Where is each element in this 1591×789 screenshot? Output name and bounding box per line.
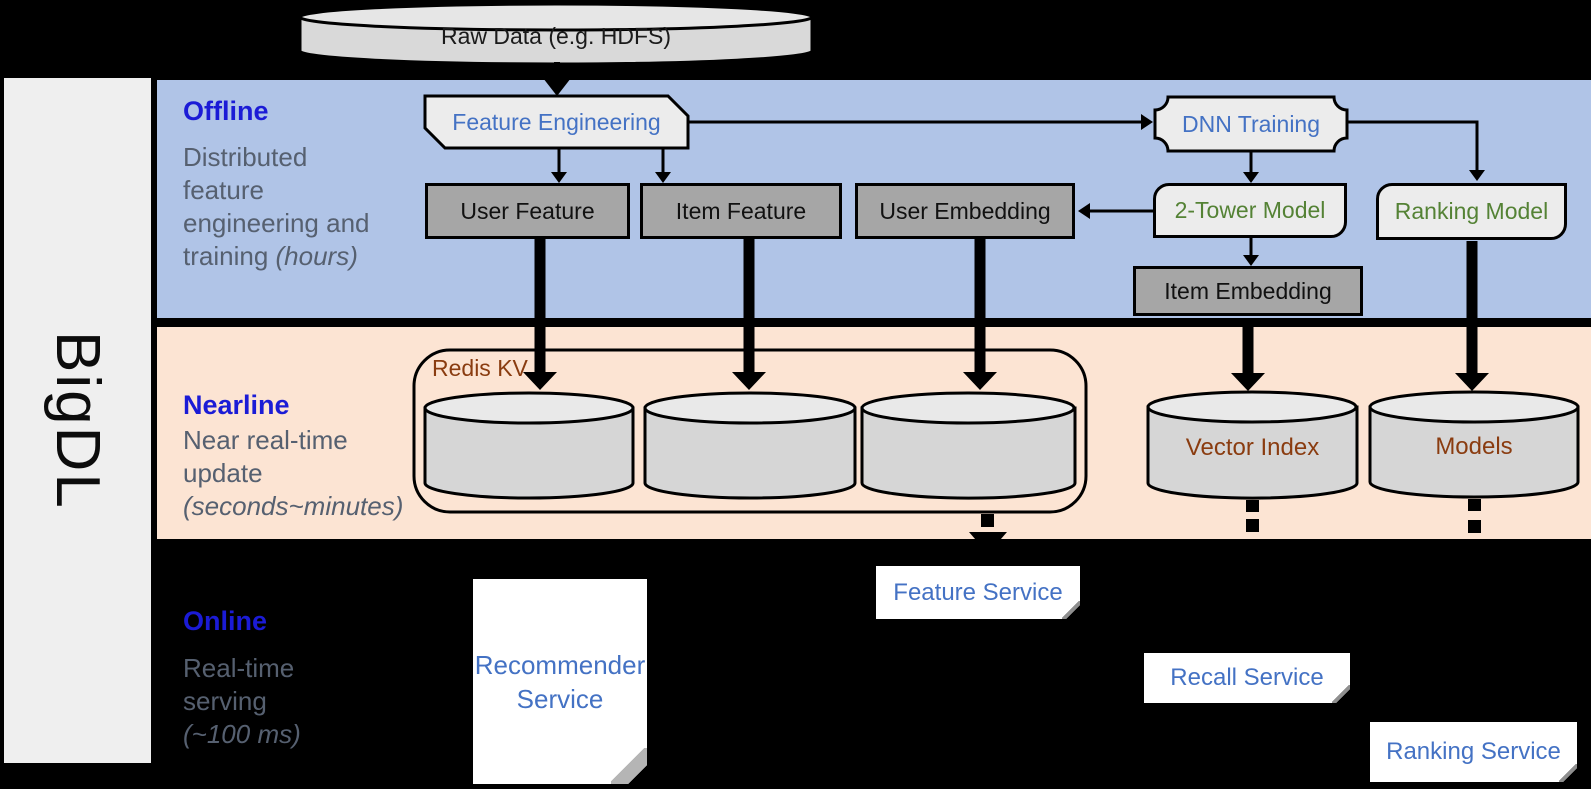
dnn-training-shape	[1153, 95, 1349, 153]
section-subtitle-nearline: Near real-time update (seconds~minutes)	[183, 424, 423, 523]
section-title-offline: Offline	[183, 96, 269, 126]
kv-store-cylinder-3	[860, 391, 1077, 500]
recall-service-label: Recall Service	[1170, 664, 1324, 691]
recommender-service-doc: Recommender Service	[473, 579, 647, 784]
item-feature-box: Item Feature	[640, 183, 842, 239]
item-embedding-box: Item Embedding	[1133, 266, 1363, 316]
folded-corner-icon	[1559, 764, 1577, 782]
recommender-service-label: Recommender Service	[474, 649, 646, 714]
user-feature-box: User Feature	[425, 183, 630, 239]
bigdl-label: BigDL	[43, 331, 112, 510]
offline-subtitle-note: (hours)	[275, 241, 358, 271]
section-title-online: Online	[183, 606, 268, 636]
feature-service-label: Feature Service	[893, 578, 1063, 606]
bigdl-sidebar: BigDL	[4, 78, 151, 763]
raw-data-cylinder	[298, 2, 814, 66]
feature-service-card: Feature Service	[876, 566, 1080, 619]
arrow-user-feature-to-kv	[523, 239, 557, 390]
feature-engineering-shape	[423, 94, 690, 150]
recall-service-card: Recall Service	[1144, 653, 1350, 703]
arrow-item-embedding-to-vector-index	[1231, 318, 1265, 391]
nearline-subtitle-note: (seconds~minutes)	[183, 491, 404, 521]
arrow-dnn-to-two-tower	[1243, 151, 1259, 183]
arrow-fe-to-user-feature	[551, 148, 567, 183]
section-subtitle-online: Real-time serving (~100 ms)	[183, 652, 338, 751]
arrow-ranking-model-to-models	[1455, 241, 1489, 391]
online-subtitle-note: (~100 ms)	[183, 719, 301, 749]
arrow-user-embedding-to-kv	[963, 239, 997, 390]
offline-subtitle-text: Distributed feature engineering and trai…	[183, 142, 370, 271]
arrow-kv-to-feature-service	[969, 514, 1007, 554]
section-subtitle-offline: Distributed feature engineering and trai…	[183, 141, 388, 273]
arrow-item-feature-to-kv	[732, 239, 766, 390]
two-tower-model-box: 2-Tower Model	[1153, 183, 1347, 238]
ranking-model-box: Ranking Model	[1376, 183, 1567, 240]
online-subtitle-text: Real-time serving	[183, 653, 295, 716]
folded-corner-icon	[1332, 685, 1350, 703]
vector-index-cylinder	[1146, 390, 1359, 500]
nearline-subtitle-text: Near real-time update	[183, 425, 348, 488]
ranking-service-label: Ranking Service	[1386, 738, 1561, 765]
arrow-vector-index-to-recall-service	[1246, 500, 1259, 532]
arrow-two-tower-to-user-embedding	[1078, 203, 1153, 219]
arrow-dnn-to-ranking-model	[1347, 120, 1485, 181]
arrow-models-to-ranking-service	[1468, 499, 1481, 533]
arrow-fe-to-item-feature	[655, 148, 671, 183]
ranking-service-card: Ranking Service	[1370, 722, 1577, 782]
user-embedding-box: User Embedding	[855, 183, 1075, 239]
arrow-rawdata-to-feature-engineering	[543, 62, 571, 96]
kv-store-cylinder-2	[643, 391, 857, 500]
models-cylinder	[1368, 390, 1580, 499]
kv-store-cylinder-1	[423, 391, 635, 500]
folded-corner-icon	[1062, 601, 1080, 619]
arrow-two-tower-to-item-embedding	[1243, 238, 1259, 266]
folded-corner-icon	[611, 748, 647, 784]
arrow-fe-to-dnn-training	[688, 114, 1153, 130]
section-title-nearline: Nearline	[183, 390, 290, 420]
